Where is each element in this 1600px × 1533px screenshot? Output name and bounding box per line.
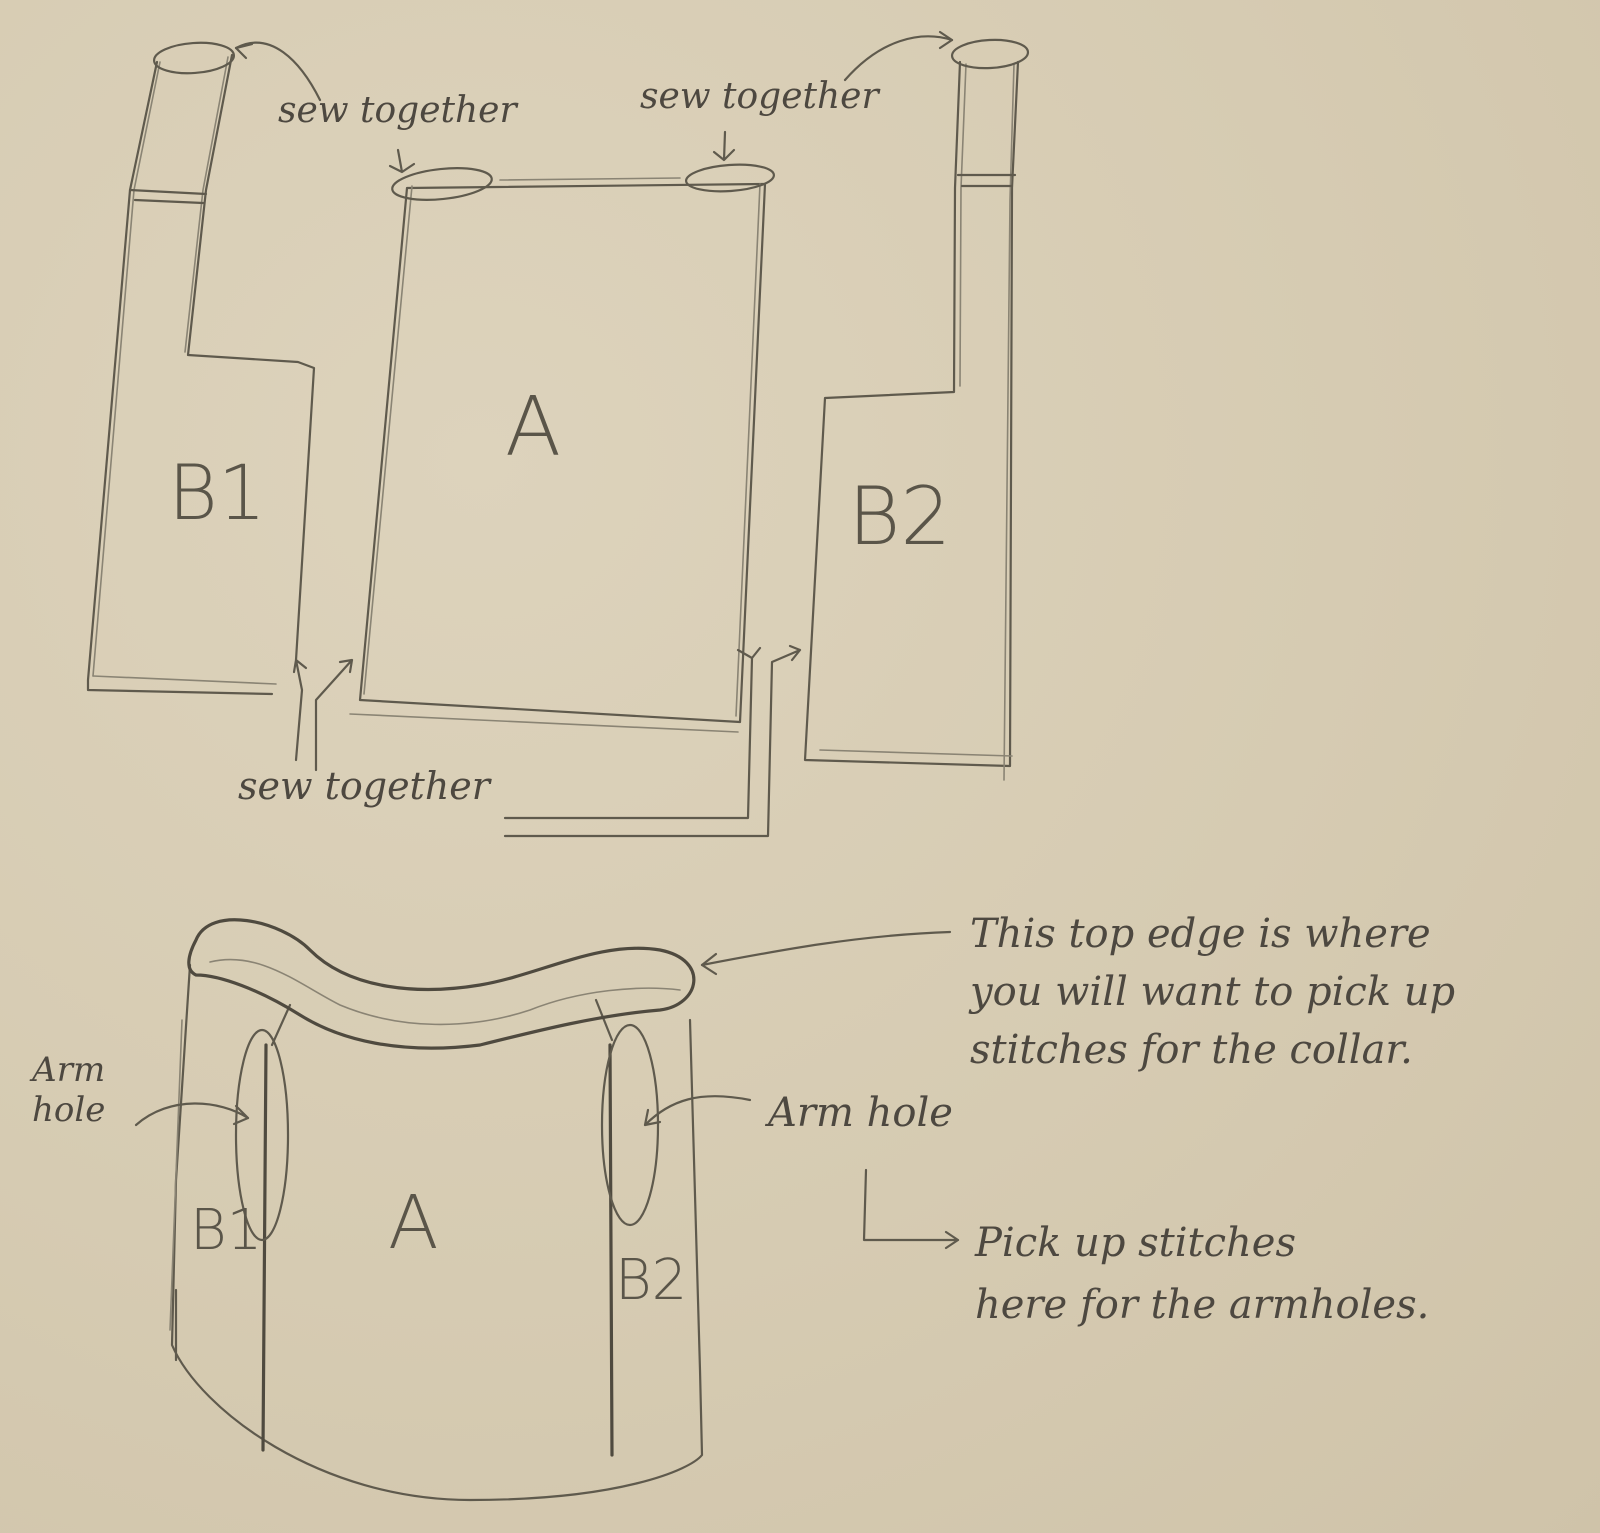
assembled-label-b1: B1 <box>190 1198 263 1263</box>
armhole-instruction-note: Pick up stitches here for the armholes. <box>975 1220 1430 1328</box>
flat-label-a: A <box>505 380 562 475</box>
sew-together-label-right: sew together <box>640 76 879 117</box>
assembled-label-a: A <box>388 1180 439 1266</box>
sew-together-label-sides: sew together <box>238 764 490 808</box>
sew-together-label-left: sew together <box>278 90 517 131</box>
piece-b2-outline <box>803 60 1020 781</box>
piece-b2-strap-top <box>950 38 1030 70</box>
assembled-vest-outline <box>169 963 704 1502</box>
flat-label-b1: B1 <box>168 448 267 537</box>
arm-hole-label-right: Arm hole <box>768 1090 953 1136</box>
piece-a-shoulder-right <box>684 163 776 193</box>
arm-hole-label-left: Arm hole <box>32 1050 106 1131</box>
sew-arrows-shoulders <box>234 30 954 174</box>
collar-top-edge <box>187 918 696 1050</box>
piece-a-outline <box>349 177 767 733</box>
arm-hole-right-shape <box>600 1023 660 1227</box>
assembled-label-b2: B2 <box>615 1248 688 1313</box>
piece-b1-strap-top <box>152 41 236 75</box>
arm-hole-left-shape <box>234 1028 290 1242</box>
callout-arrows-assembled <box>134 930 960 1250</box>
piece-b1-outline <box>86 53 316 696</box>
flat-label-b2: B2 <box>848 470 952 563</box>
piece-a-shoulder-left <box>391 167 493 201</box>
sew-arrows-sides <box>292 644 802 838</box>
collar-instruction-note: This top edge is where you will want to … <box>970 911 1456 1073</box>
